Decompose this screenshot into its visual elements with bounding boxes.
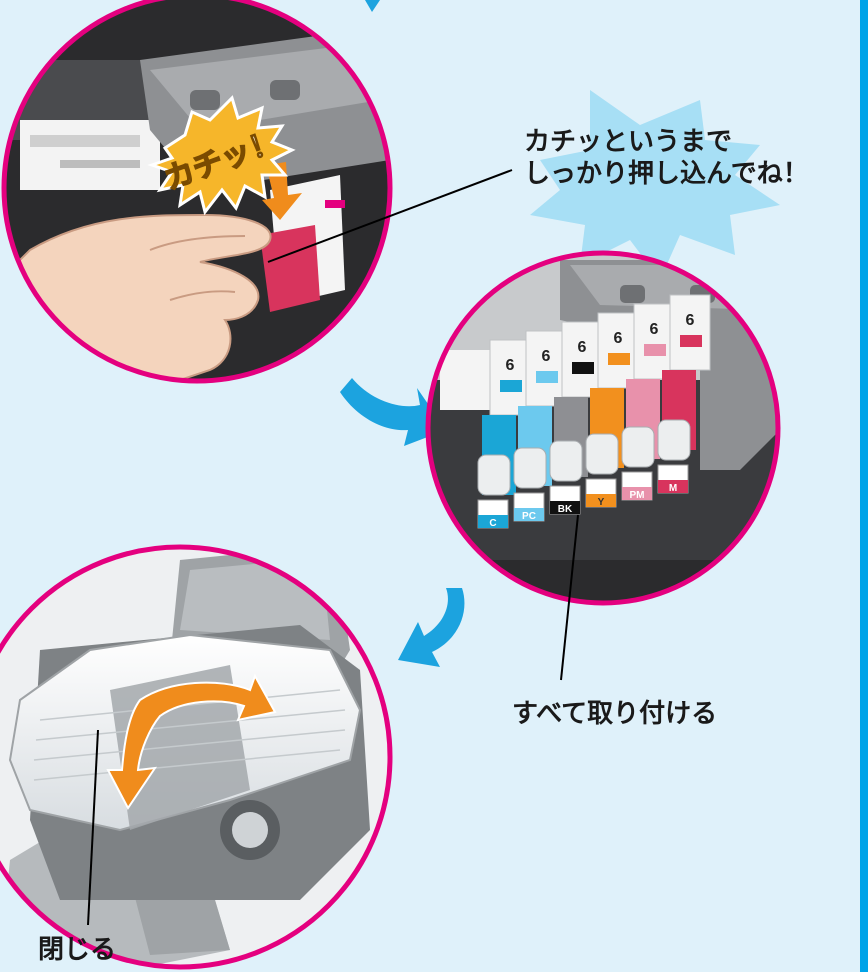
step-push-circle: カチッ！ [1,0,393,384]
cartridge-code-label: PM [630,490,645,501]
step-close-circle [0,544,393,970]
cartridge-pc: 6PC [513,330,567,522]
cartridge-y: 6Y [585,312,639,508]
install-all-label: すべて取り付ける [512,698,717,728]
cartridge-c: 6C [477,339,531,529]
top-pointer [365,0,380,12]
cartridge-m: 6M [657,294,711,494]
flow-arrow-2 [398,588,465,667]
cartridge-number: 6 [614,330,623,347]
cartridge-code-label: M [669,483,677,494]
cartridge-code-label: PC [522,511,536,522]
push-instruction-line1: カチッというまで [524,126,732,156]
cartridge-pm: 6PM [621,303,675,501]
push-leader-line [267,169,513,263]
cartridge-number: 6 [578,339,587,356]
speech-burst [530,90,780,280]
close-label: 閉じる [38,934,116,964]
cartridge-number: 6 [686,312,695,329]
cartridge-bk: 6BK [549,321,603,515]
cartridge-number: 6 [650,321,659,338]
cartridge-code-label: C [489,518,496,529]
side-stripe [860,0,868,972]
cartridge-number: 6 [542,348,551,365]
push-instruction-line2: しっかり押し込んでね！ [524,158,809,188]
close-leader-line [87,729,99,926]
cartridge-code-label: BK [558,504,573,515]
cartridge-code-label: Y [598,497,605,508]
flow-arrow-1 [340,378,446,446]
install-leader-line [560,514,579,681]
cartridge-number: 6 [506,357,515,374]
